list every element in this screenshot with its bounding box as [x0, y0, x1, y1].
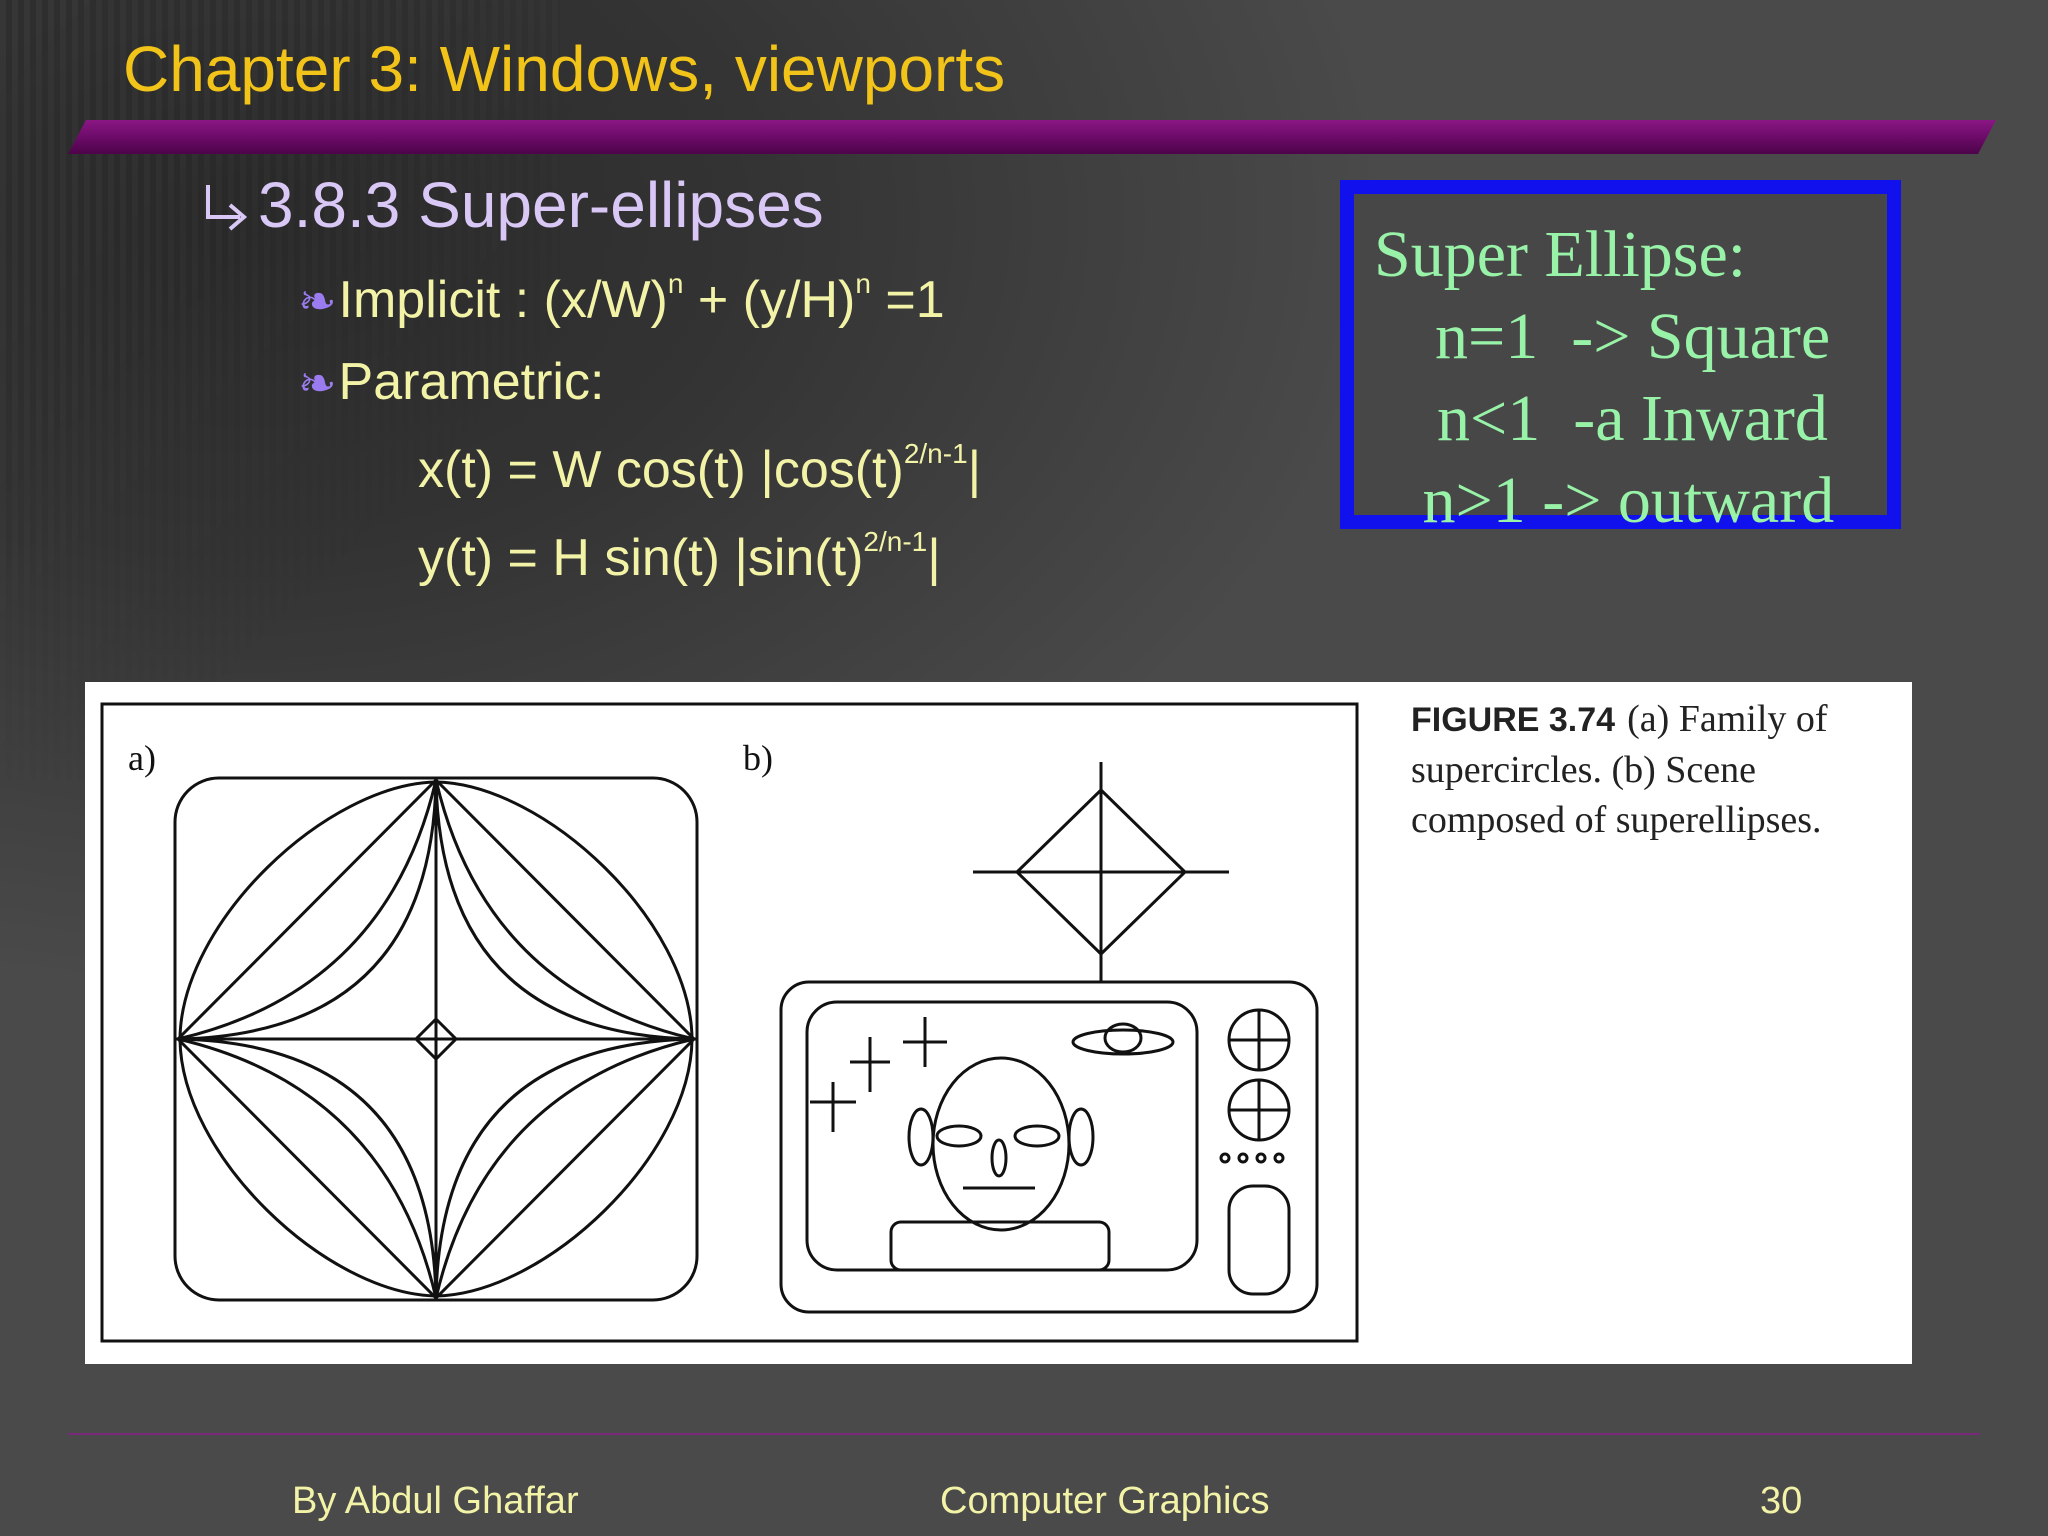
bullet-implicit: ❧Implicit : (x/W)n + (y/H)n =1 — [298, 267, 945, 330]
implicit-exponent-1: n — [667, 267, 684, 299]
panel-a-label: a) — [128, 738, 156, 778]
figure-number: FIGURE 3.74 — [1411, 701, 1616, 739]
bullet-parametric: ❧Parametric: — [298, 352, 604, 412]
footer-author: By Abdul Ghaffar — [292, 1480, 579, 1522]
figure-frame — [100, 702, 1359, 1343]
equation-x-end: | — [967, 441, 982, 499]
shoulders — [889, 1220, 1111, 1272]
tv-scene — [779, 762, 1319, 1314]
slide-title: Chapter 3: Windows, viewports — [123, 33, 1006, 105]
super-ellipse-info-box: Super Ellipse: n=1 -> Square n<1 -a Inwa… — [1340, 180, 1901, 537]
section-heading: 3.8.3 Super-ellipses — [200, 168, 824, 252]
tv-body — [779, 980, 1319, 1314]
eye-left — [935, 1124, 983, 1148]
dot — [1219, 1152, 1231, 1164]
parametric-label: Parametric: — [338, 353, 605, 411]
equation-y-end: | — [927, 529, 941, 587]
dot — [1273, 1152, 1285, 1164]
star-3 — [903, 1017, 947, 1067]
speaker — [1227, 1184, 1291, 1296]
info-box-line: n=1 -> Square — [1402, 300, 1831, 373]
section-heading-text: 3.8.3 Super-ellipses — [258, 169, 824, 241]
panel-b-label: b) — [743, 738, 773, 778]
info-box-line: Super Ellipse: — [1374, 218, 1747, 291]
equation-x: x(t) = W cos(t) |cos(t)2/n-1| — [418, 437, 982, 500]
info-box-line: n<1 -a Inward — [1404, 382, 1828, 455]
knob-1-cross — [1229, 1010, 1289, 1070]
equation-y-body: y(t) = H sin(t) |sin(t) — [418, 529, 864, 587]
implicit-middle: + (y/H) — [683, 271, 856, 329]
implicit-exponent-2: n — [855, 267, 871, 299]
curved-arrow-icon — [200, 178, 252, 252]
implicit-label: Implicit : (x/W) — [338, 271, 668, 329]
eye-right — [1013, 1124, 1061, 1148]
nose — [990, 1138, 1008, 1178]
star-2 — [850, 1037, 890, 1092]
dot — [1237, 1152, 1249, 1164]
knob-2-cross — [1229, 1080, 1289, 1140]
figure-caption: FIGURE 3.74(a) Family of supercircles. (… — [1411, 694, 1891, 845]
equation-x-exponent: 2/n-1 — [903, 437, 968, 469]
swirl-bullet-icon: ❧ — [298, 275, 337, 327]
footer-page-number: 30 — [1760, 1480, 1803, 1522]
figure-3-74: a) b) — [85, 682, 1912, 1364]
ufo-body — [1071, 1028, 1175, 1056]
footer-divider — [68, 1433, 1980, 1435]
star-1 — [810, 1082, 856, 1132]
supercircle-center — [413, 1016, 459, 1062]
supercircle-family — [173, 776, 699, 1302]
dot — [1255, 1152, 1267, 1164]
equation-y-exponent: 2/n-1 — [863, 525, 928, 557]
info-box-line: n>1 -> outward — [1406, 464, 1835, 537]
footer-course: Computer Graphics — [940, 1480, 1270, 1522]
title-underline-bar — [68, 120, 1996, 154]
equation-x-body: x(t) = W cos(t) |cos(t) — [418, 441, 904, 499]
figure-caption-text: (a) Family of supercircles. (b) Scene co… — [1411, 698, 1828, 841]
swirl-bullet-icon: ❧ — [298, 357, 337, 409]
antenna-diamond — [1014, 787, 1188, 957]
implicit-tail: =1 — [870, 271, 945, 329]
equation-y: y(t) = H sin(t) |sin(t)2/n-1| — [418, 525, 941, 588]
ufo-dome — [1103, 1022, 1143, 1054]
ear-left — [907, 1107, 935, 1167]
figure-drawing: a) b) — [100, 702, 1359, 1343]
ear-right — [1067, 1107, 1095, 1167]
